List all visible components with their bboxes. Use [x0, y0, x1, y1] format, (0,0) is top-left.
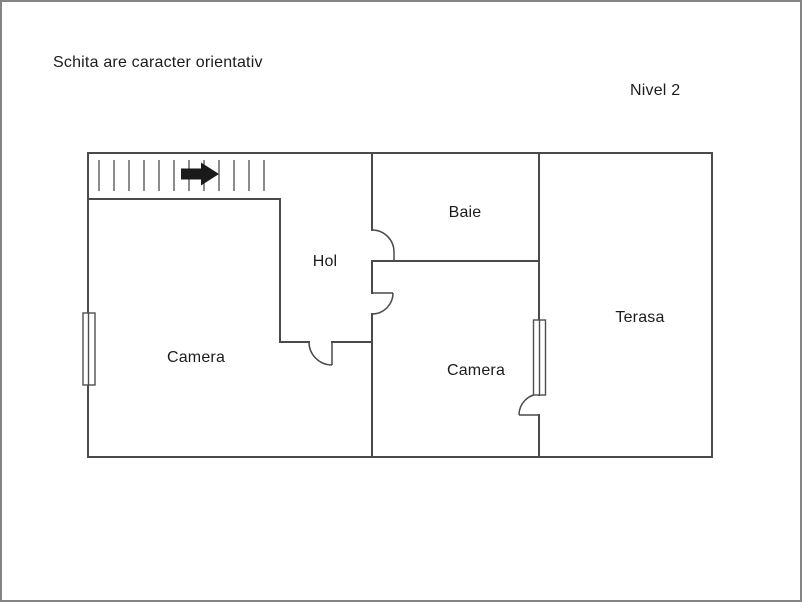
- window-terasa-wall: [532, 319, 547, 396]
- door-camera-right-hol: [371, 292, 394, 315]
- stairs-direction-arrow-icon: [181, 162, 219, 186]
- door-swing-arc: [518, 393, 541, 416]
- disclaimer-text: Schita are caracter orientativ: [53, 54, 263, 71]
- window-left-wall: [82, 312, 96, 386]
- door-baie: [371, 229, 395, 261]
- room-label-hol: Hol: [313, 253, 338, 270]
- room-label-camera-left: Camera: [167, 349, 225, 366]
- door-swing-arc: [308, 341, 333, 366]
- walls: [87, 152, 713, 458]
- level-label: Nivel 2: [630, 82, 680, 99]
- room-label-baie: Baie: [449, 204, 482, 221]
- room-label-terasa: Terasa: [615, 309, 664, 326]
- door-camera-right-terasa: [518, 393, 541, 416]
- room-label-camera-right: Camera: [447, 362, 505, 379]
- door-swing-arc: [371, 229, 395, 253]
- door-camera-left-hol: [308, 341, 333, 366]
- door-swing-arc: [371, 292, 394, 315]
